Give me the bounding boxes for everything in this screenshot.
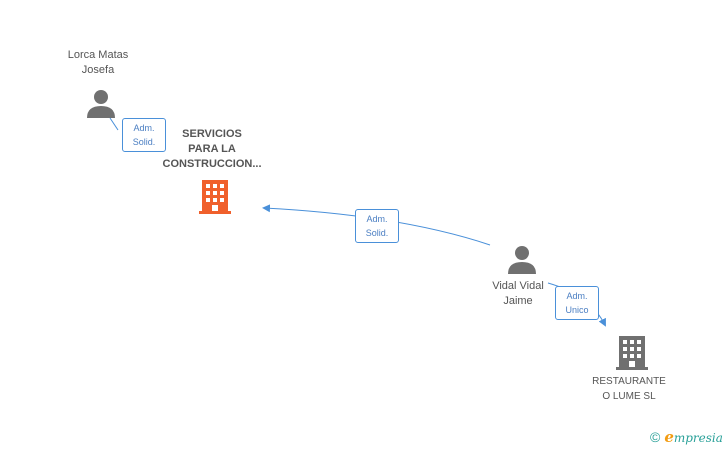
role-badge-line1: Adm. (366, 214, 388, 224)
company-servicios-name-line3: CONSTRUCCION... (162, 158, 262, 170)
person-vidal-name-line1: Vidal Vidal (492, 280, 544, 292)
person-lorca-name-line2: Josefa (81, 64, 115, 76)
person-icon[interactable] (86, 88, 116, 118)
person-vidal-name-line2: Jaime (503, 295, 533, 307)
person-vidal-name: Vidal Vidal Jaime (458, 279, 578, 309)
company-restaurante-name-line1: RESTAURANTE (592, 376, 666, 387)
role-badge-line2: Solid. (365, 228, 389, 238)
role-badge-line2: Unico (565, 305, 589, 315)
person-lorca-name-line1: Lorca Matas (67, 49, 129, 61)
company-servicios-name-line1: SERVICIOS (182, 128, 242, 140)
person-lorca-name: Lorca Matas Josefa (38, 48, 158, 78)
company-restaurante-name[interactable]: RESTAURANTE O LUME SL (569, 374, 689, 404)
copyright-icon: © (650, 429, 661, 445)
role-badge-line1: Adm. (566, 291, 588, 301)
brand-e: e (664, 428, 674, 446)
role-badge-vidal-restaurante[interactable]: Adm. Unico (555, 286, 599, 320)
company-servicios-name[interactable]: SERVICIOS PARA LA CONSTRUCCION... (142, 127, 282, 172)
company-restaurante-name-line2: O LUME SL (602, 391, 656, 402)
role-badge-lorca[interactable]: Adm. Solid. (122, 118, 166, 152)
role-badge-line1: Adm. (133, 123, 155, 133)
brand-rest: mpresia (673, 431, 723, 445)
role-badge-line2: Solid. (132, 137, 156, 147)
company-servicios-name-line2: PARA LA (188, 143, 236, 155)
person-icon[interactable] (507, 244, 537, 274)
building-icon[interactable] (199, 178, 231, 214)
edge-lorca-servicios (109, 117, 119, 131)
brand-logo: © empresia (650, 428, 723, 446)
role-badge-vidal-servicios[interactable]: Adm. Solid. (355, 209, 399, 243)
building-icon[interactable] (616, 334, 648, 370)
